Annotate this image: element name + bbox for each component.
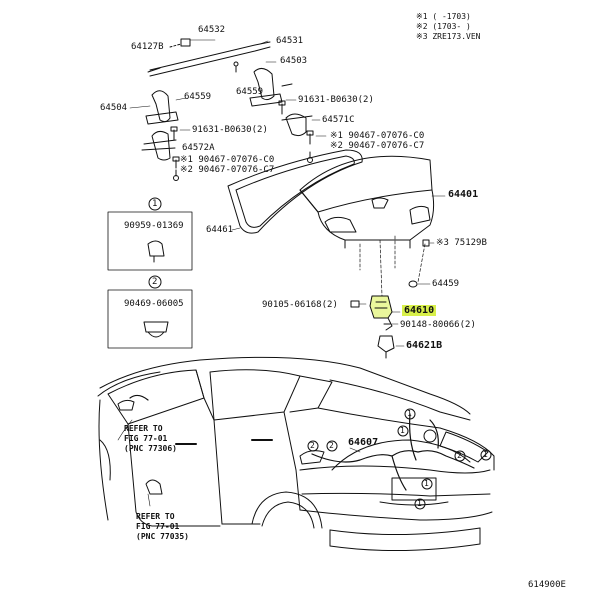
- label-75129b[interactable]: ※3 75129B: [436, 238, 487, 248]
- car-callout: 2: [310, 441, 315, 450]
- label-90467-left-1[interactable]: ※1 90467-07076-C0: [180, 155, 275, 165]
- trunk-lid: [299, 155, 446, 297]
- label-64461[interactable]: 64461: [206, 225, 234, 235]
- label-64572a[interactable]: 64572A: [182, 143, 215, 153]
- lid-small-parts: [350, 239, 435, 359]
- callout-box-2: [107, 275, 193, 349]
- label-90467-right-2[interactable]: ※2 90467-07076-C7: [330, 141, 425, 151]
- label-91631-left[interactable]: 91631-B0630(2): [192, 125, 268, 135]
- ref-line: REFER TO: [136, 512, 175, 521]
- label-64504[interactable]: 64504: [100, 103, 128, 113]
- label-90467-right-1[interactable]: ※1 90467-07076-C0: [330, 131, 425, 141]
- ref-line: REFER TO: [124, 424, 163, 433]
- label-64503[interactable]: 64503: [280, 56, 308, 66]
- torsion-bar-assembly: [129, 38, 327, 181]
- label-64559-right[interactable]: 64559: [236, 87, 264, 97]
- figure-id: 614900E: [528, 580, 566, 590]
- label-91631-right[interactable]: 91631-B0630(2): [298, 95, 374, 105]
- label-90148[interactable]: 90148-80066(2): [400, 320, 476, 330]
- callout-box-1: [107, 197, 193, 271]
- ref-line: FIG 77-01: [136, 522, 180, 531]
- box1-part[interactable]: 90959-01369: [124, 221, 184, 231]
- car-callout: 1: [417, 499, 422, 508]
- ref-line: (PNC 77306): [124, 444, 177, 453]
- label-90467-left-2[interactable]: ※2 90467-07076-C7: [180, 165, 275, 175]
- label-64559-left[interactable]: 64559: [184, 92, 212, 102]
- car-body: [97, 356, 495, 552]
- label-90105[interactable]: 90105-06168(2): [262, 300, 338, 310]
- ref-line: FIG 77-01: [124, 434, 168, 443]
- label-64607[interactable]: 64607: [348, 437, 379, 448]
- box2-part[interactable]: 90469-06005: [124, 299, 184, 309]
- label-64621b[interactable]: 64621B: [406, 340, 443, 351]
- note-2: ※2 (1703- ): [416, 22, 471, 31]
- label-64610-text[interactable]: 64610: [402, 305, 437, 316]
- weatherstrip: [227, 149, 363, 234]
- reference-block-lower[interactable]: REFER TO FIG 77-01 (PNC 77035): [136, 512, 189, 542]
- label-64531[interactable]: 64531: [276, 36, 304, 46]
- car-callout: 1: [400, 426, 405, 435]
- label-64571c[interactable]: 64571C: [322, 115, 355, 125]
- ref-line: (PNC 77035): [136, 532, 189, 541]
- car-callout: 2: [329, 441, 334, 450]
- label-64532[interactable]: 64532: [198, 25, 226, 35]
- car-callout: 1: [483, 450, 488, 459]
- box2-number: 2: [152, 277, 158, 287]
- label-64459[interactable]: 64459: [432, 279, 460, 289]
- label-64610[interactable]: 64610: [402, 305, 437, 316]
- car-callout: 1: [407, 409, 412, 418]
- note-3: ※3 ZRE173.VEN: [416, 32, 481, 41]
- box1-number: 1: [152, 199, 158, 209]
- car-callout: 1: [424, 479, 429, 488]
- label-64401[interactable]: 64401: [448, 189, 479, 200]
- reference-block-upper[interactable]: REFER TO FIG 77-01 (PNC 77306): [124, 424, 177, 454]
- note-1: ※1 ( -1703): [416, 12, 471, 21]
- label-64127b[interactable]: 64127B: [131, 42, 164, 52]
- car-callout: 2: [457, 451, 462, 460]
